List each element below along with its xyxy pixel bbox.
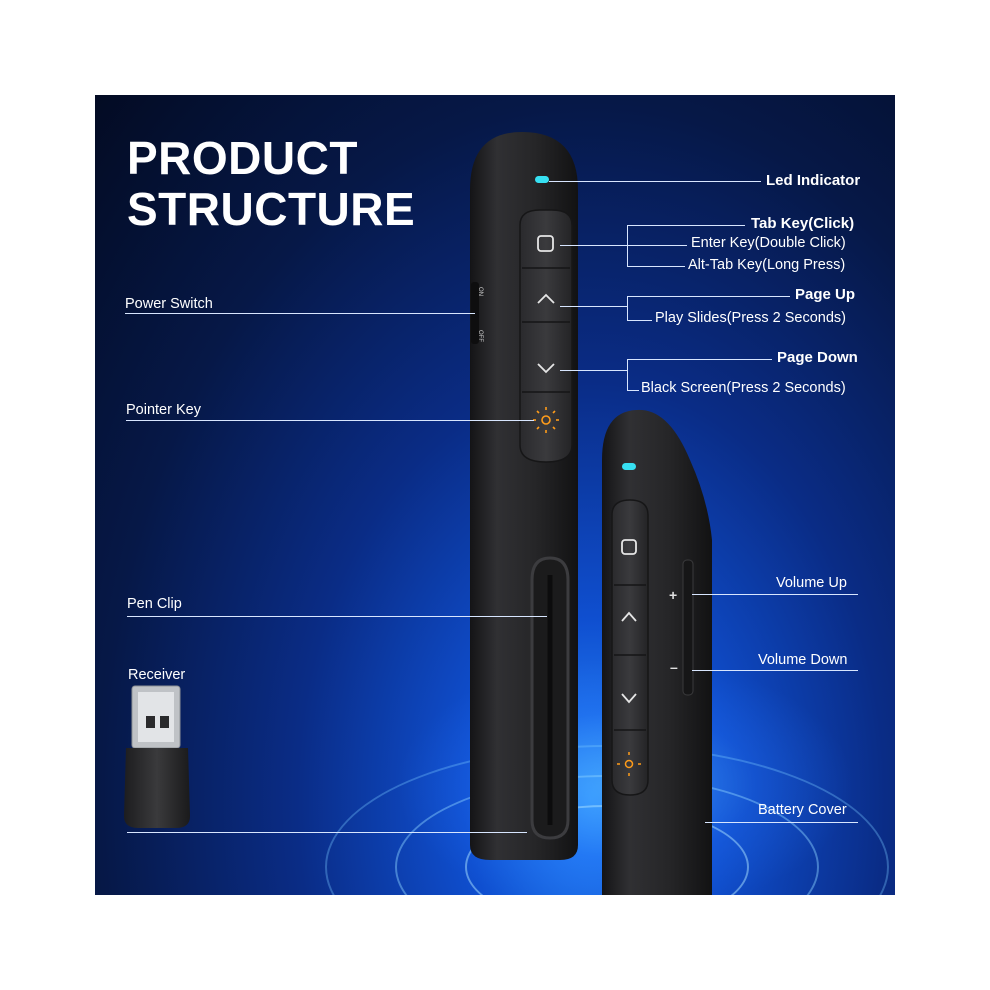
label-battery-cover: Battery Cover	[758, 802, 847, 818]
leader-line-receiver	[127, 832, 527, 833]
chevron-down-icon	[537, 363, 555, 374]
label-power-switch: Power Switch	[125, 296, 213, 312]
leader-line-pointer-key	[126, 420, 534, 421]
usb-receiver	[124, 685, 190, 828]
chevron-up-icon	[621, 611, 637, 622]
power-switch	[471, 282, 479, 344]
chevron-down-icon	[621, 693, 637, 704]
label-tab-key: Tab Key(Click)	[751, 215, 855, 232]
leader-line-volume-up	[692, 594, 858, 595]
volume-minus-mark: –	[670, 659, 678, 675]
leader-line-page-up-key	[560, 306, 627, 307]
leader-line-led	[549, 181, 761, 182]
square-icon	[621, 539, 637, 555]
leader-line-play-slides	[627, 320, 652, 321]
label-page-up: Page Up	[795, 286, 856, 303]
leader-line-tab-key	[627, 225, 745, 226]
leader-line-alt-tab-key	[627, 266, 685, 267]
label-play-slides: Play Slides(Press 2 Seconds)	[655, 310, 846, 326]
label-black-screen: Black Screen(Press 2 Seconds)	[641, 380, 846, 396]
volume-rocker	[682, 559, 694, 696]
label-page-down: Page Down	[777, 349, 858, 366]
leader-line-pen-clip	[127, 616, 547, 617]
leader-line-battery-cover	[705, 822, 858, 823]
switch-on-mark: ON	[477, 287, 483, 296]
bracket-page-down	[627, 359, 628, 390]
presenter-secondary: + –	[602, 409, 712, 895]
chevron-up-icon	[537, 293, 555, 304]
leader-line-black-screen	[627, 390, 639, 391]
leader-line-enter-key	[560, 245, 687, 246]
leader-line-power-switch	[125, 313, 475, 314]
sun-laser-icon	[617, 752, 641, 776]
square-icon	[537, 235, 554, 252]
label-pointer-key: Pointer Key	[126, 402, 201, 418]
bracket-page-up	[627, 296, 628, 320]
switch-off-mark: OFF	[477, 330, 483, 342]
leader-line-page-up	[627, 296, 790, 297]
leader-line-page-down-key	[560, 370, 627, 371]
label-receiver: Receiver	[128, 667, 186, 683]
led-indicator-secondary	[622, 463, 636, 470]
led-indicator	[535, 176, 549, 183]
label-pen-clip: Pen Clip	[127, 596, 182, 612]
volume-plus-mark: +	[669, 587, 677, 603]
label-alt-tab-key: Alt-Tab Key(Long Press)	[688, 257, 846, 273]
label-led-indicator: Led Indicator	[766, 172, 861, 189]
sun-laser-icon	[533, 407, 559, 433]
page-title-line1: PRODUCT	[127, 132, 358, 184]
label-volume-down: Volume Down	[758, 652, 848, 668]
label-enter-key: Enter Key(Double Click)	[691, 235, 846, 251]
presenter-main: ON OFF	[470, 132, 578, 860]
label-volume-up: Volume Up	[776, 575, 847, 591]
leader-line-page-down	[627, 359, 772, 360]
page-title-line2: STRUCTURE	[127, 183, 416, 235]
leader-line-volume-down	[692, 670, 858, 671]
